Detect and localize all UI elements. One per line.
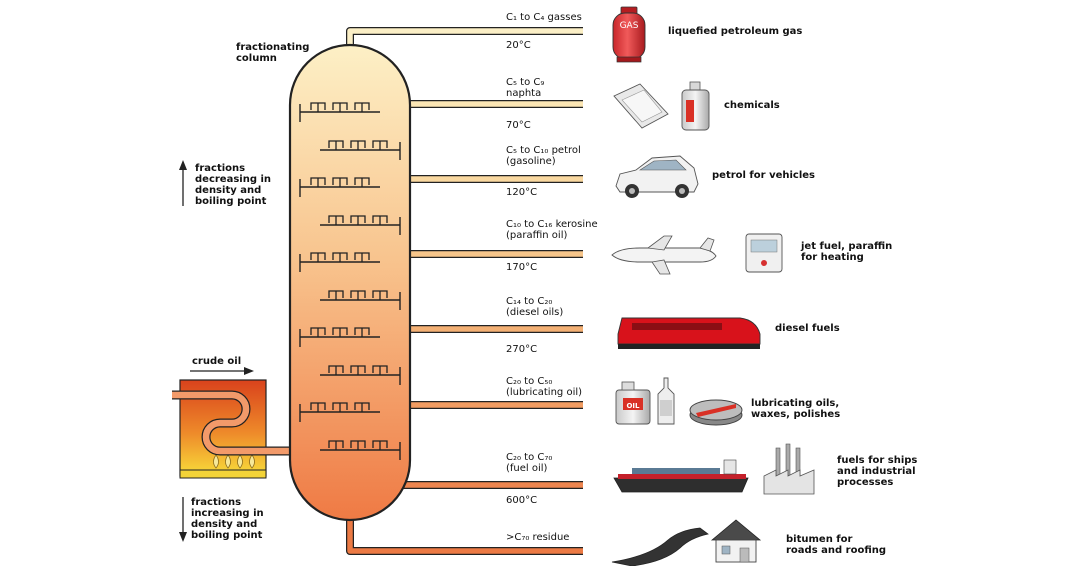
airplane-icon <box>611 235 717 275</box>
tray <box>299 327 380 347</box>
fraction-name: C₅ to C₁₀ petrol <box>506 145 581 156</box>
column-label: fractionating <box>236 42 309 53</box>
house-icon <box>710 519 762 563</box>
fraction-temperature: 270°C <box>506 344 537 355</box>
tray <box>299 177 380 197</box>
tray <box>299 102 380 122</box>
polish-tin-icon <box>689 399 743 426</box>
increasing-label: boiling point <box>191 530 263 541</box>
increasing-label: increasing in <box>191 508 264 519</box>
fraction-temperature: 120°C <box>506 187 537 198</box>
road-icon <box>611 527 709 566</box>
fraction-name: C₁₄ to C₂₀ <box>506 296 552 307</box>
pipe-fraction-7 <box>388 463 583 489</box>
fractionating-column <box>288 43 412 522</box>
factory-icon <box>763 443 815 495</box>
fraction-use: bitumen for <box>786 534 853 545</box>
fraction-detail: (diesel oils) <box>506 307 563 318</box>
fraction-temperature: 20°C <box>506 40 531 51</box>
fraction-use: chemicals <box>724 100 780 111</box>
increasing-label: density and <box>191 519 257 530</box>
fraction-use: fuels for ships <box>837 455 917 466</box>
pipe-fraction-2 <box>388 94 583 108</box>
pipe-fraction-1 <box>346 27 583 50</box>
oil-bottle-icon <box>657 377 675 425</box>
train-icon <box>617 317 761 349</box>
fraction-use: for heating <box>801 252 864 263</box>
tray <box>299 402 380 422</box>
fraction-use: waxes, polishes <box>751 409 840 420</box>
decreasing-label: boiling point <box>195 196 267 207</box>
increasing-label: fractions <box>191 497 241 508</box>
decreasing-label: density and <box>195 185 261 196</box>
tray <box>320 140 401 160</box>
tray <box>320 365 401 385</box>
chemical-bag-icon <box>613 83 669 129</box>
column-label: column <box>236 53 277 64</box>
car-icon <box>615 155 699 198</box>
fraction-name: C₁ to C₄ gasses <box>506 12 582 23</box>
arrow-down-icon <box>179 497 187 542</box>
decreasing-label: decreasing in <box>195 174 271 185</box>
fraction-detail: (lubricating oil) <box>506 387 582 398</box>
gas-tank-label: GAS <box>620 21 639 31</box>
fraction-use: jet fuel, paraffin <box>800 241 892 252</box>
tray <box>320 440 401 460</box>
flames <box>213 454 255 469</box>
tray <box>299 252 380 272</box>
fraction-temperature: 600°C <box>506 495 537 506</box>
crude-oil-arrow-icon <box>190 367 254 375</box>
fraction-temperature: 170°C <box>506 262 537 273</box>
bubble-cap-trays <box>299 102 401 460</box>
decreasing-label: fractions <box>195 163 245 174</box>
fraction-use: liquefied petroleum gas <box>668 26 802 37</box>
gas-tank-icon: GAS <box>612 6 646 63</box>
fraction-use: lubricating oils, <box>751 398 839 409</box>
fraction-use: diesel fuels <box>775 323 840 334</box>
fraction-name: C₁₀ to C₁₆ kerosine <box>506 219 598 230</box>
fraction-detail: (fuel oil) <box>506 463 548 474</box>
oil-can-icon: OIL <box>615 381 651 425</box>
chemical-bottle-icon <box>681 81 710 131</box>
pipe-fraction-8 <box>346 515 583 555</box>
fraction-use: roads and roofing <box>786 545 886 556</box>
fraction-use: and industrial <box>837 466 916 477</box>
fraction-temperature: 70°C <box>506 120 531 131</box>
fraction-name: C₂₀ to C₅₀ <box>506 376 552 387</box>
oil-can-label: OIL <box>626 402 640 410</box>
fraction-name: C₂₀ to C₇₀ <box>506 452 552 463</box>
fraction-detail: naphta <box>506 88 541 99</box>
fraction-name: >C₇₀ residue <box>506 532 569 543</box>
arrow-up-icon <box>179 160 187 206</box>
fraction-name: C₅ to C₉ <box>506 77 544 88</box>
ship-icon <box>613 459 749 493</box>
heater-icon <box>745 233 783 273</box>
fraction-use: petrol for vehicles <box>712 170 815 181</box>
crude-oil-label: crude oil <box>192 356 241 367</box>
fraction-use: processes <box>837 477 893 488</box>
tray <box>320 215 401 235</box>
tray <box>320 290 401 310</box>
crude-oil-feed-pipe <box>172 390 298 456</box>
fraction-detail: (gasoline) <box>506 156 556 167</box>
fraction-detail: (paraffin oil) <box>506 230 567 241</box>
